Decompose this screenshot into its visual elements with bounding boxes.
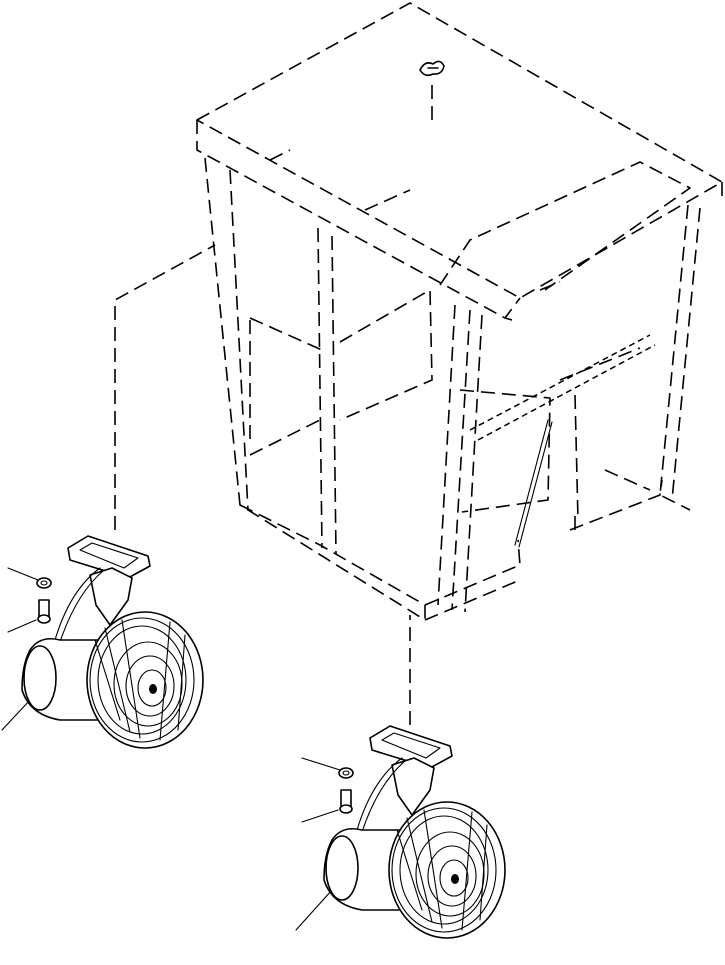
washer-icon [36,577,52,589]
right-work-lamp [295,725,506,939]
lamp-lens-outer [388,801,506,939]
cab-front-pillar [229,169,249,511]
washer-callout-line [7,567,39,581]
lamp-stem [391,757,435,816]
bolt-callout-line [301,809,339,823]
lamp-bracket-inner [381,732,441,759]
cab-inner-seat [559,347,651,521]
lamp-bracket-plate [67,535,151,579]
cab-side-door [437,304,483,613]
washer-callout-line [301,757,341,771]
lamp-cable [356,757,407,833]
cab-side-window [459,389,551,513]
lamp-stem [89,567,133,626]
lamp-cable [54,567,105,643]
lamp-lens-ring [399,815,489,925]
lamp-bracket-inner [79,542,139,569]
housing-callout-line [295,889,333,931]
operator-cab [196,2,723,621]
cab-floor-side [424,539,521,621]
washer-icon [338,767,354,779]
cab-front-pillar-left [204,157,426,621]
cab-rear-window-frame [439,161,691,291]
lamp-lens-ring [97,625,187,735]
cab-dash-panel [249,317,323,456]
lamp-grille [396,809,488,931]
cab-roof-outline [196,2,723,299]
cab-side-rail [469,334,656,441]
housing-callout-line [1,699,31,731]
cab-console [339,289,433,421]
lamp-reflector [427,845,477,907]
cab-rear-pillar [659,204,701,511]
cab-floor-front [239,504,426,620]
cab-brace-rod [514,419,553,548]
cab-door-pillar [317,227,337,555]
lamp-bracket-plate [369,725,453,769]
cab-roof-inner-line [269,149,561,291]
cab-roof-edge [196,120,723,321]
bolt-icon [340,789,352,807]
roof-knob-icon [419,60,445,77]
lamp-reflector [125,655,175,717]
cab-lower-rear [569,479,663,535]
bolt-icon [38,599,50,617]
bolt-callout-line [7,619,37,633]
left-work-lamp [1,535,204,749]
lamp-lens-outer [86,611,204,749]
lamp-grille [94,619,186,741]
left-lamp-mount-leader [114,244,216,530]
